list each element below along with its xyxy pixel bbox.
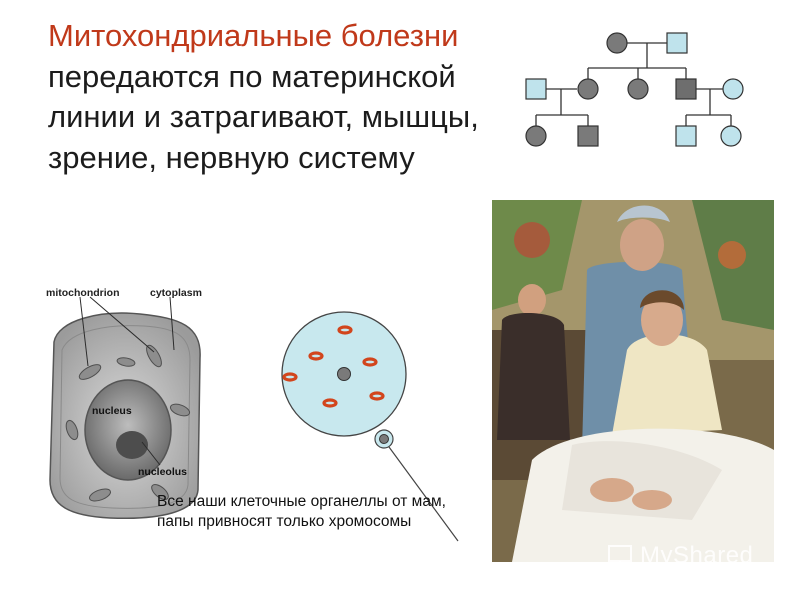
sperm-tail [388,446,459,542]
pedigree-gen2-female-unaffected [722,78,744,100]
label-nucleolus: nucleolus [138,466,188,478]
cell-diagram [49,296,201,520]
nucleolus-shape [116,431,148,459]
pedigree-gen2-female-affected [627,78,649,100]
label-mitochondrion: mitochondrion [46,287,120,299]
slide-title: Митохондриальные болезни передаются по м… [48,16,488,178]
egg-diagram [281,311,459,542]
egg-nucleus [337,367,351,381]
sperm-nucleus [379,434,389,444]
pedigree-gen3-male-affected [577,125,599,147]
label-pointers [79,296,175,466]
pedigree-lines [535,42,732,126]
pedigree-chart [525,32,744,147]
egg-mitochondria [282,325,385,408]
watermark-brand: MyShared [640,542,754,569]
title-rest: передаются по материнской линии и затраг… [48,58,479,175]
caption: Все наши клеточные органеллы от мам, пап… [157,493,446,530]
pedigree-gen3-male-unaffected [675,125,697,147]
pedigree-gen2-female-affected [577,78,599,100]
title-highlight: Митохондриальные болезни [48,18,459,53]
watermark: MyShared [606,536,786,576]
pedigree-gen3-female-affected [525,125,547,147]
label-nucleus: nucleus [92,405,132,417]
pedigree-gen1-female-affected [606,32,628,54]
presentation-icon [608,545,632,568]
nucleus-shape [84,379,172,481]
pedigree-gen2-male-affected [675,78,697,100]
pedigree-gen1-male-unaffected [666,32,688,54]
hospital-photo [492,200,774,562]
mitochondria [65,344,191,502]
pedigree-gen2-male-unaffected [525,78,547,100]
pedigree-gen3-female-unaffected [720,125,742,147]
label-cytoplasm: cytoplasm [150,287,202,299]
